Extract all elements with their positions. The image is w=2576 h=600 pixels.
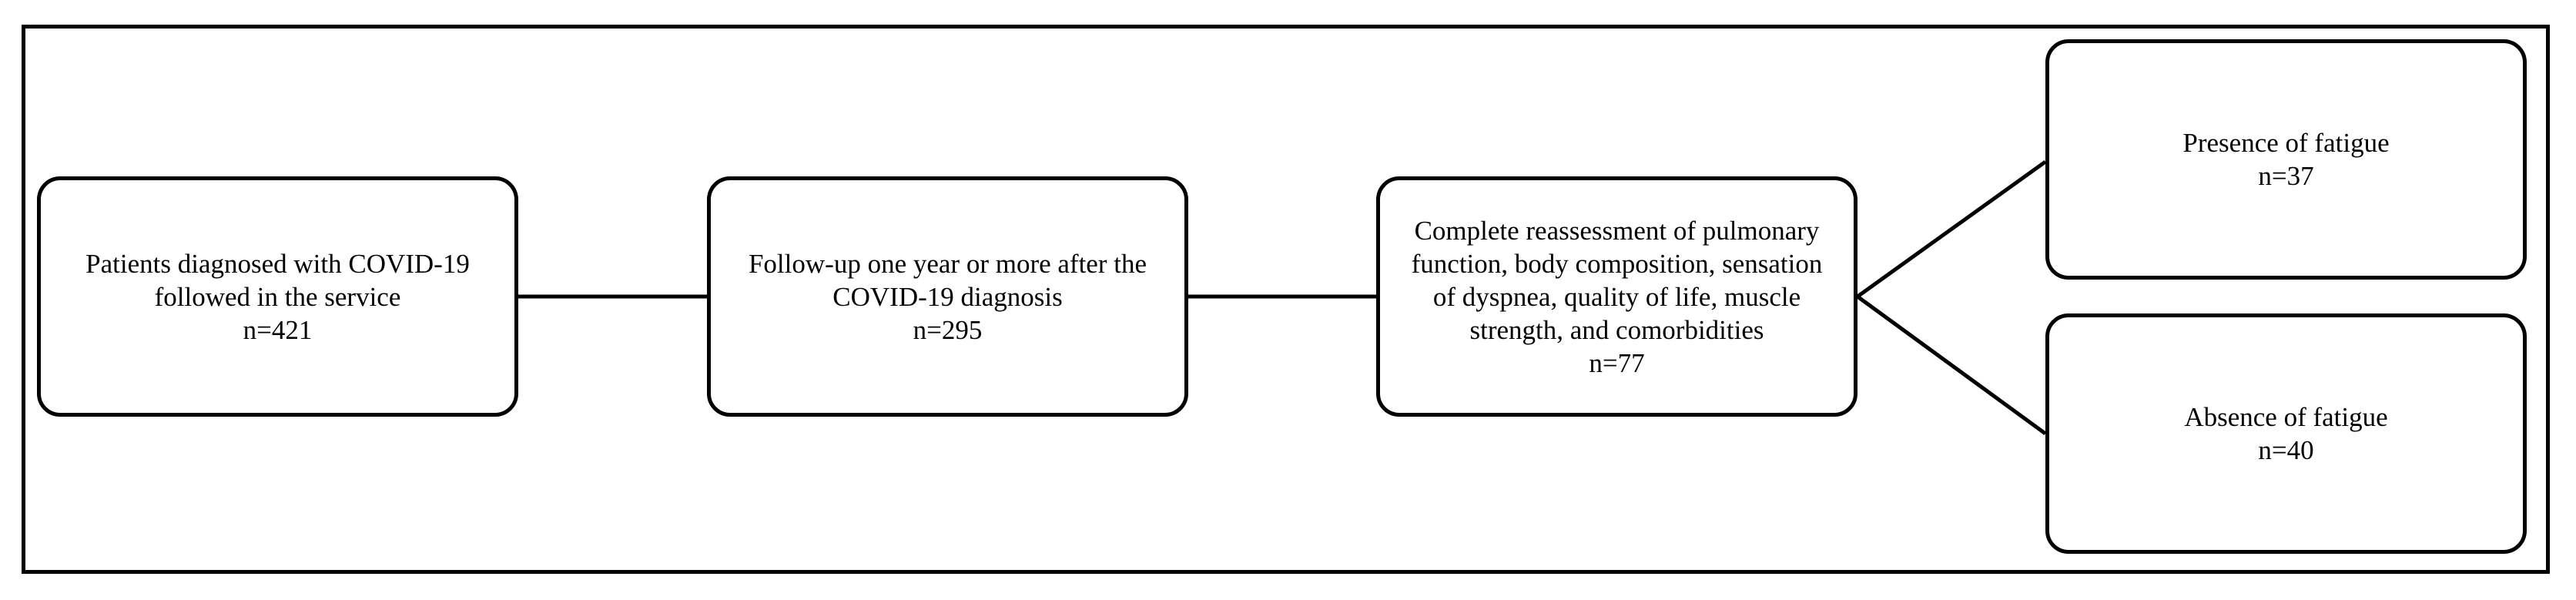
- node-followup-count: n=295: [913, 314, 983, 345]
- node-absence-text: Absence of fatigue: [2184, 402, 2388, 432]
- diagram-frame: [22, 25, 2550, 574]
- node-presence-count: n=37: [2258, 161, 2314, 191]
- node-presence-text: Presence of fatigue: [2182, 128, 2390, 158]
- node-patients-count: n=421: [243, 314, 313, 345]
- node-reassessment: Complete reassessment of pulmonary funct…: [1376, 176, 1857, 417]
- edge-reassessment-absence: [1856, 294, 2047, 436]
- node-patients: Patients diagnosed with COVID-19 followe…: [37, 176, 518, 417]
- node-followup-text: Follow-up one year or more after the COV…: [748, 248, 1147, 312]
- node-followup: Follow-up one year or more after the COV…: [707, 176, 1188, 417]
- node-absence-count: n=40: [2258, 435, 2314, 465]
- edge-reassessment-presence: [1856, 159, 2047, 299]
- node-reassessment-count: n=77: [1589, 347, 1645, 378]
- node-reassessment-text: Complete reassessment of pulmonary funct…: [1411, 215, 1823, 345]
- node-patients-text: Patients diagnosed with COVID-19 followe…: [85, 248, 470, 312]
- node-absence-of-fatigue: Absence of fatigue n=40: [2045, 313, 2527, 554]
- node-presence-of-fatigue: Presence of fatigue n=37: [2045, 39, 2527, 280]
